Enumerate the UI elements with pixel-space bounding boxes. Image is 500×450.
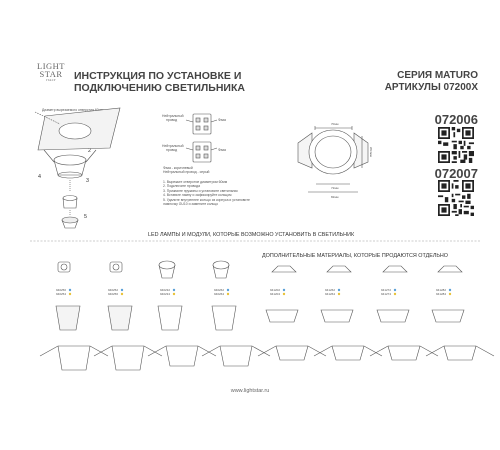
instruction-title: ИНСТРУКЦИЯ ПО УСТАНОВКЕ И ПОДКЛЮЧЕНИЮ СВ… (74, 70, 245, 94)
led-lamp-icons (57, 260, 463, 279)
dimension-top: 70мм (331, 122, 339, 126)
terminal-block-1 (192, 113, 212, 135)
lamp (62, 195, 78, 201)
wire-neutral-label-2: Нейтральный провод (162, 144, 184, 153)
wire-phase-label-1: Фаза (218, 118, 226, 122)
step-number-2: 2 (88, 148, 91, 154)
cut-hole (58, 122, 92, 140)
step-number-5: 5 (84, 214, 87, 220)
spring-clip (43, 149, 97, 163)
dimension-bottom: 82мм (331, 195, 339, 199)
installation-steps: 1. Вырежьте отверстие диаметром 60мм 2. … (163, 180, 250, 207)
series-block: СЕРИЯ MATURO АРТИКУЛЫ 07200X (384, 70, 478, 93)
step-number-3: 3 (86, 178, 89, 184)
dimension-mid: 72мм (331, 186, 339, 190)
article-072006: 072006 (434, 112, 478, 127)
led-section-title: LED ЛАМПЫ И МОДУЛИ, КОТОРЫЕ ВОЗМОЖНО УСТ… (148, 232, 355, 238)
extra-section-title: ДОПОЛНИТЕЛЬНЫЕ МАТЕРИАЛЫ, КОТОРЫЕ ПРОДАЮ… (262, 253, 449, 259)
hole-diameter-label: Диаметр вырезаемого отверстия 60мм (42, 108, 104, 112)
ring (53, 154, 87, 166)
qr-code-072006 (438, 127, 474, 163)
installed-fixtures-row (39, 345, 495, 371)
gu10-lamp (61, 216, 79, 224)
terminal-block-2 (192, 141, 212, 163)
wire-phase-label-2: Фаза (218, 148, 226, 152)
qr-code-072007 (438, 180, 474, 216)
lightstar-logo: LIGHT STAR ITALY (37, 61, 65, 82)
website-url: www.lightstar.ru (230, 388, 270, 394)
lamp-detail-row (55, 305, 465, 331)
wire-color-legend: Фаза - коричневый Нейтральный провод - с… (163, 166, 210, 175)
article-072007: 072007 (434, 166, 478, 181)
color-markers (68, 288, 452, 296)
wire-neutral-label-1: Нейтральный провод (162, 114, 184, 123)
step-number-4: 4 (38, 174, 41, 180)
